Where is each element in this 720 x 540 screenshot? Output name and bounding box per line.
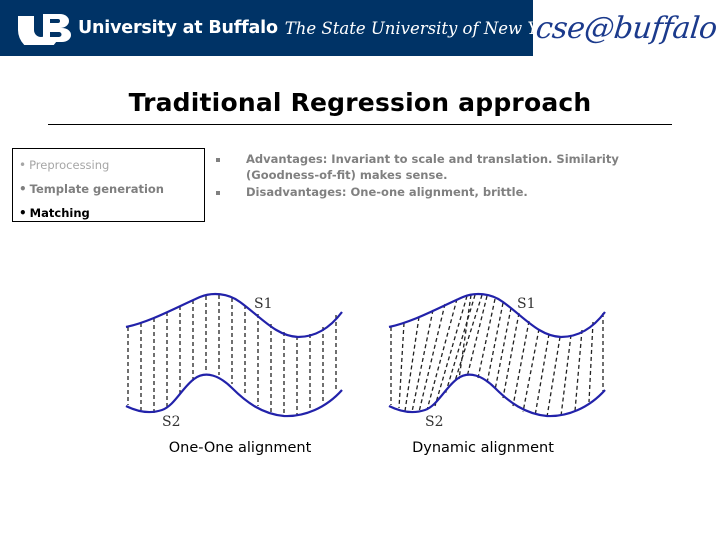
stage-label: Template generation [29,182,164,196]
curve-label-s2: S2 [425,414,444,430]
department-logo-area: cse@buffalo [533,0,720,56]
pipeline-stage-box: •Preprocessing •Template generation •Mat… [12,148,205,222]
university-wordmark: University at Buffalo [78,18,278,38]
stage-item-matching: •Matching [19,201,204,225]
page-title: Traditional Regression approach [128,88,592,117]
university-tagline: The State University of New York [284,18,533,38]
stage-label: Preprocessing [29,158,110,172]
curve-label-s2: S2 [162,414,181,430]
advantages-text: Advantages: Invariant to scale and trans… [246,152,619,182]
bullet-icon: • [19,158,27,172]
bullet-icon: • [19,182,27,196]
curve-s1 [125,292,343,339]
key-points-list: Advantages: Invariant to scale and trans… [216,152,636,203]
university-branding: University at Buffalo The State Universi… [0,0,533,56]
curve-s1 [388,292,606,339]
figure-one-one-alignment: S1 S2 [120,280,350,430]
square-bullet-icon [216,191,220,195]
dynamic-warp-link-lines [390,294,604,418]
disadvantages-text: Disadvantages: One-one alignment, brittl… [246,185,528,199]
curve-label-s1: S1 [517,296,536,312]
stage-item-template-generation: •Template generation [19,177,204,201]
curve-s2 [125,373,343,418]
figure-dynamic-alignment: S1 S2 [383,280,613,430]
curve-s2 [388,373,606,418]
stage-item-preprocessing: •Preprocessing [19,153,204,177]
square-bullet-icon [216,158,220,162]
curve-label-s1: S1 [254,296,273,312]
page-header: University at Buffalo The State Universi… [0,0,720,56]
stage-label: Matching [29,206,90,220]
cse-buffalo-logo: cse@buffalo [534,10,719,46]
caption-dynamic-alignment: Dynamic alignment [412,440,554,456]
title-divider [48,124,672,125]
caption-one-one-alignment: One-One alignment [168,440,312,456]
bullet-icon: • [19,206,27,220]
one-one-link-lines [127,295,337,416]
ub-logo-icon [14,11,76,45]
list-item: Advantages: Invariant to scale and trans… [216,152,636,183]
list-item: Disadvantages: One-one alignment, brittl… [216,185,636,201]
